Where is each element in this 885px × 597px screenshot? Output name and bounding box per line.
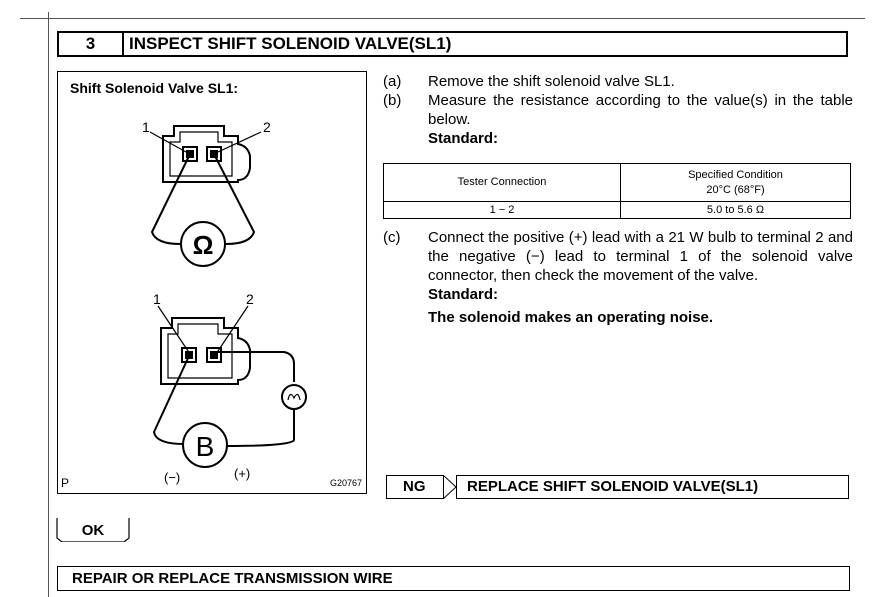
bottom-lead-positive-lower: [225, 409, 295, 447]
spec-header-tester: Tester Connection: [383, 163, 621, 202]
bottom-leader-1: [157, 305, 191, 355]
bottom-lead-negative: [152, 355, 190, 445]
instructions-column-lower: (c) Connect the positive (+) lead with a…: [383, 228, 853, 327]
standard-label-b: Standard:: [428, 130, 499, 147]
step-header: 3 INSPECT SHIFT SOLENOID VALVE(SL1): [57, 31, 848, 57]
solenoid-diagram: Shift Solenoid Valve SL1: 1 2 Ω: [57, 71, 367, 494]
ok-label: OK: [81, 522, 105, 539]
instruction-b: (b) Measure the resistance according to …: [383, 91, 853, 129]
page-margin-line: [48, 12, 49, 597]
bottom-pin-1: [181, 347, 197, 363]
bottom-terminal-1-label: 1: [153, 291, 161, 307]
instruction-c-text: Connect the positive (+) lead with a 21 …: [428, 229, 853, 284]
bottom-connector: [152, 305, 307, 468]
standard-result: The solenoid makes an operating noise.: [428, 309, 714, 326]
top-leader-1: [149, 131, 187, 153]
step-title: INSPECT SHIFT SOLENOID VALVE(SL1): [129, 34, 452, 53]
bottom-lead-positive-upper: [213, 351, 295, 382]
top-terminal-2-label: 2: [263, 119, 271, 135]
battery-circle: [182, 422, 228, 468]
battery-symbol: B: [196, 431, 215, 462]
ng-arrow-icon: [443, 475, 457, 499]
step-number: 3: [59, 33, 124, 55]
top-connector: [149, 125, 262, 267]
instruction-c: (c) Connect the positive (+) lead with a…: [383, 228, 853, 285]
instruction-a: (a) Remove the shift solenoid valve SL1.: [383, 72, 853, 91]
page-top-line: [20, 18, 865, 19]
bulb-filament: [287, 393, 301, 401]
table-row: 1 − 2 5.0 to 5.6 Ω: [383, 201, 851, 219]
spec-header-condition: Specified Condition 20°C (68°F): [620, 163, 851, 202]
top-pin-1: [182, 146, 198, 162]
ng-result: REPLACE SHIFT SOLENOID VALVE(SL1): [456, 475, 849, 499]
ohmmeter-circle: [180, 221, 226, 267]
diagram-title: Shift Solenoid Valve SL1:: [70, 80, 239, 96]
repair-box: REPAIR OR REPLACE TRANSMISSION WIRE: [57, 566, 850, 591]
top-terminal-1-label: 1: [142, 119, 150, 135]
diagram-corner-letter: P: [61, 476, 70, 490]
bottom-connector-housing: [160, 317, 251, 385]
top-connector-inner: [169, 131, 233, 177]
top-pin-2: [206, 146, 222, 162]
instructions-column: (a) Remove the shift solenoid valve SL1.…: [383, 72, 853, 148]
figure-code: G20767: [329, 478, 362, 488]
standard-label-c: Standard:: [428, 286, 499, 303]
spec-cell-value: 5.0 to 5.6 Ω: [620, 201, 851, 219]
instruction-b-label: (b): [383, 92, 402, 109]
instruction-a-text: Remove the shift solenoid valve SL1.: [428, 73, 675, 90]
positive-label: (+): [234, 466, 250, 481]
connector-wiring-svg: 1 2 Ω 1 2 B (−) (+): [142, 119, 307, 485]
ok-tab: OK: [56, 518, 130, 542]
spec-header-condition-sub: 20°C (68°F): [706, 183, 765, 196]
instruction-b-text: Measure the resistance according to the …: [428, 92, 853, 128]
ok-tab-shape: [56, 518, 130, 542]
top-leader-2: [217, 131, 262, 153]
spec-table-header-row: Tester Connection Specified Condition 20…: [383, 163, 851, 202]
spec-table: Tester Connection Specified Condition 20…: [383, 163, 851, 219]
bottom-leader-2: [215, 305, 249, 355]
negative-label: (−): [164, 470, 180, 485]
top-connector-housing: [162, 125, 251, 183]
spec-header-condition-title: Specified Condition: [688, 168, 783, 181]
bottom-terminal-2-label: 2: [246, 291, 254, 307]
top-lead-2: [213, 153, 256, 245]
top-lead-1: [150, 153, 191, 245]
bottom-connector-inner: [167, 323, 233, 379]
ohm-symbol: Ω: [193, 230, 214, 260]
instruction-a-label: (a): [383, 73, 402, 90]
bottom-pin-2: [206, 347, 222, 363]
spec-cell-connection: 1 − 2: [383, 201, 621, 219]
instruction-c-label: (c): [383, 229, 401, 246]
ng-label: NG: [386, 475, 444, 499]
